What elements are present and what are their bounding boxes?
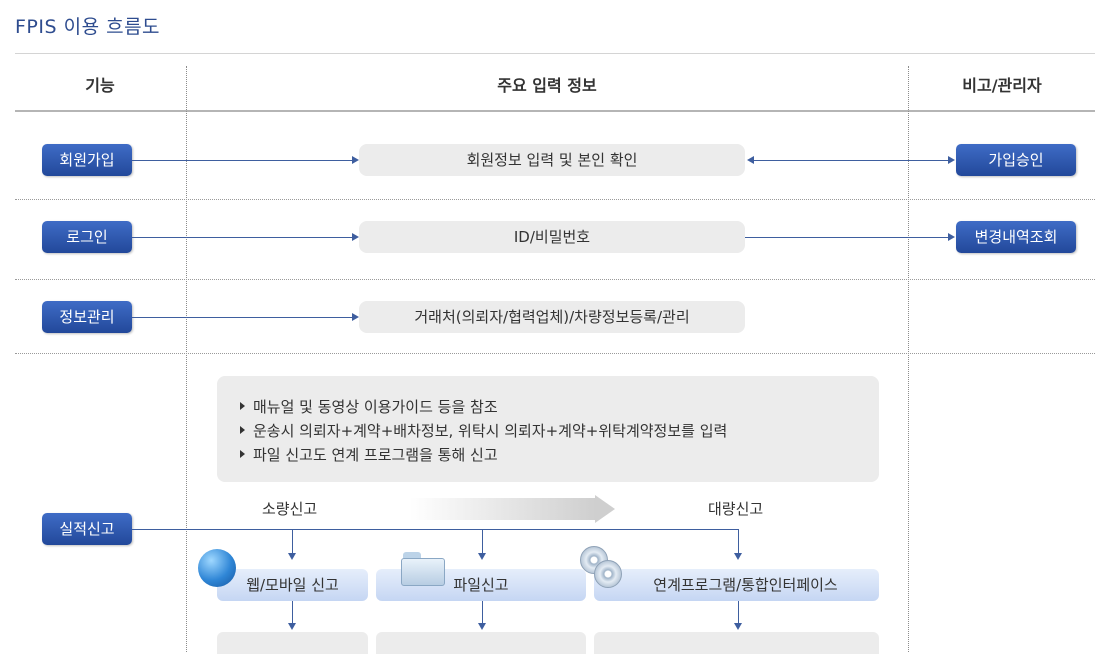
page-title: FPIS 이용 흐름도 (15, 16, 161, 38)
arrow-down-icon (288, 623, 296, 630)
info-manage-badge: 정보관리 (42, 301, 132, 333)
flow-line (738, 601, 739, 623)
arrow-right-icon (352, 313, 359, 321)
guide-note: 매뉴얼 및 동영상 이용가이드 등을 참조 (240, 396, 498, 417)
large-volume-label: 대량신고 (708, 500, 764, 518)
flow-line (292, 529, 293, 553)
arrow-right-icon (948, 233, 955, 241)
flow-line (132, 529, 739, 530)
globe-icon (198, 549, 236, 587)
volume-gradient-arrow (410, 498, 595, 520)
column-separator (186, 66, 187, 652)
arrow-right-icon (352, 233, 359, 241)
cd-icon (594, 560, 622, 588)
column-header-main-input: 주요 입력 정보 (497, 76, 597, 95)
arrow-left-icon (747, 156, 754, 164)
arrow-down-icon (478, 553, 486, 560)
performance-badge: 실적신고 (42, 513, 132, 545)
column-header-function: 기능 (85, 76, 115, 95)
web-report-method: 웹/모바일 신고 (217, 569, 368, 601)
guide-note: 파일 신고도 연계 프로그램을 통해 신고 (240, 444, 498, 465)
flow-line (752, 160, 950, 161)
column-separator (908, 66, 909, 652)
arrow-down-icon (734, 553, 742, 560)
guide-notes-box (217, 376, 879, 482)
signup-info: 회원정보 입력 및 본인 확인 (359, 144, 745, 176)
arrow-right-icon (595, 495, 615, 523)
column-header-note-admin: 비고/관리자 (962, 76, 1042, 95)
bullet-icon (240, 450, 245, 458)
signup-badge: 회원가입 (42, 144, 132, 176)
flow-line (132, 160, 354, 161)
flow-line (482, 601, 483, 623)
integration-method: 연계프로그램/통합인터페이스 (594, 569, 879, 601)
flow-line (292, 601, 293, 623)
login-badge: 로그인 (42, 221, 132, 253)
next-step-box (376, 632, 586, 654)
flow-line (132, 237, 354, 238)
arrow-down-icon (478, 623, 486, 630)
row-separator (15, 279, 1095, 280)
arrow-right-icon (948, 156, 955, 164)
login-info: ID/비밀번호 (359, 221, 745, 253)
guide-note: 운송시 의뢰자+계약+배차정보, 위탁시 의뢰자+계약+위탁계약정보를 입력 (240, 420, 727, 441)
arrow-down-icon (288, 553, 296, 560)
row-separator (15, 199, 1095, 200)
divider (15, 53, 1095, 54)
header-divider (15, 110, 1095, 112)
bullet-icon (240, 426, 245, 434)
flow-line (132, 317, 354, 318)
row-separator (15, 353, 1095, 354)
approval-badge: 가입승인 (956, 144, 1076, 176)
flow-line (482, 529, 483, 553)
bullet-icon (240, 402, 245, 410)
next-step-box (217, 632, 368, 654)
flow-line (745, 237, 950, 238)
flow-line (738, 529, 739, 553)
change-history-badge: 변경내역조회 (956, 221, 1076, 253)
info-manage-info: 거래처(의뢰자/협력업체)/차량정보등록/관리 (359, 301, 745, 333)
folder-icon (401, 552, 445, 586)
arrow-right-icon (352, 156, 359, 164)
next-step-box (594, 632, 879, 654)
small-volume-label: 소량신고 (262, 500, 318, 518)
arrow-down-icon (734, 623, 742, 630)
